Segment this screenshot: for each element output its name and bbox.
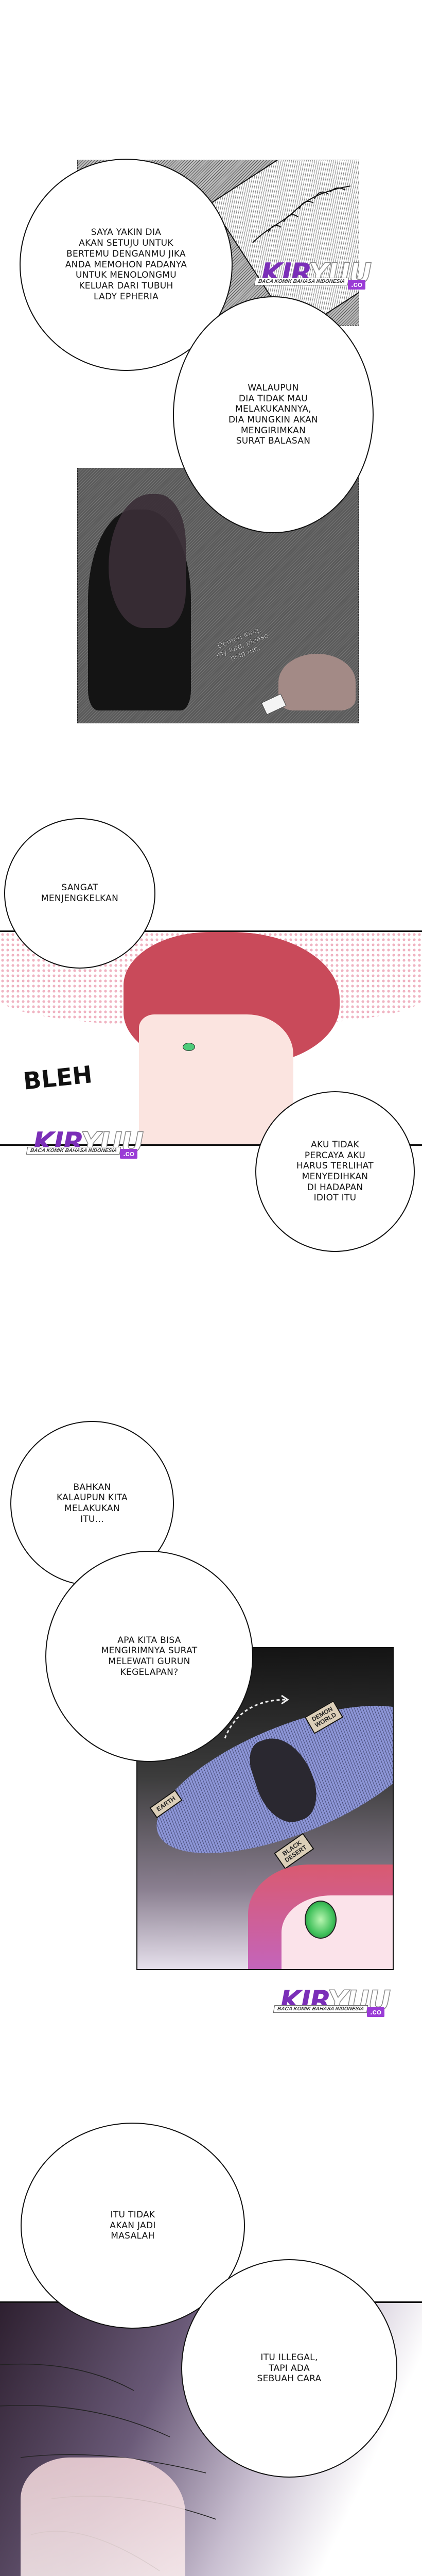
speech-text: BAHKAN KALAUPUN KITA MELAKUKAN ITU... (57, 1482, 128, 1524)
character-face (139, 1014, 293, 1144)
speech-bubble: ITU TIDAK AKAN JADI MASALAH (21, 2123, 245, 2329)
map-panel: EARTH DEMON WORLD BLACK DESERT ? (136, 1647, 394, 1970)
watermark: KIRYUU BACA KOMIK BAHASA INDONESIA .co (273, 1986, 391, 2021)
speech-bubble: APA KITA BISA MENGIRIMNYA SURAT MELEWATI… (45, 1551, 253, 1762)
speech-text: APA KITA BISA MENGIRIMNYA SURAT MELEWATI… (101, 1635, 198, 1677)
watermark-tagline: BACA KOMIK BAHASA INDONESIA (254, 278, 349, 285)
watermark-tld: .co (348, 280, 365, 290)
character-face (282, 1895, 393, 1969)
speech-text: WALAUPUN DIA TIDAK MAU MELAKUKANNYA, DIA… (228, 382, 319, 447)
scene-caption: Demon King, my lord, please help me. (215, 625, 270, 664)
girl-figure (278, 654, 356, 710)
watermark: KIRYUU BACA KOMIK BAHASA INDONESIA .co (254, 259, 372, 293)
watermark: KIRYUU BACA KOMIK BAHASA INDONESIA .co (26, 1128, 144, 1162)
character-eye (183, 1043, 195, 1051)
character-face (21, 2458, 185, 2576)
speech-bubble: SANGAT MENJENGKELKAN (4, 818, 155, 969)
red-hair-panel (0, 930, 422, 1146)
demon-king-hair (109, 494, 186, 628)
speech-bubble: AKU TIDAK PERCAYA AKU HARUS TERLIHAT MEN… (255, 1091, 415, 1252)
speech-text: SAYA YAKIN DIA AKAN SETUJU UNTUK BERTEMU… (65, 227, 187, 302)
speech-text: AKU TIDAK PERCAYA AKU HARUS TERLIHAT MEN… (296, 1139, 374, 1204)
character-eye (305, 1901, 337, 1939)
speech-text: ITU ILLEGAL, TAPI ADA SEBUAH CARA (257, 2352, 322, 2384)
speech-bubble: ITU ILLEGAL, TAPI ADA SEBUAH CARA (181, 2259, 397, 2478)
speech-bubble: WALAUPUN DIA TIDAK MAU MELAKUKANNYA, DIA… (173, 296, 374, 533)
speech-text: SANGAT MENJENGKELKAN (41, 883, 119, 904)
dashed-arrow-icon (224, 1694, 289, 1739)
ornament-icon (252, 185, 351, 243)
speech-text: ITU TIDAK AKAN JADI MASALAH (110, 2209, 156, 2242)
speech-bubble: SAYA YAKIN DIA AKAN SETUJU UNTUK BERTEMU… (20, 159, 233, 371)
